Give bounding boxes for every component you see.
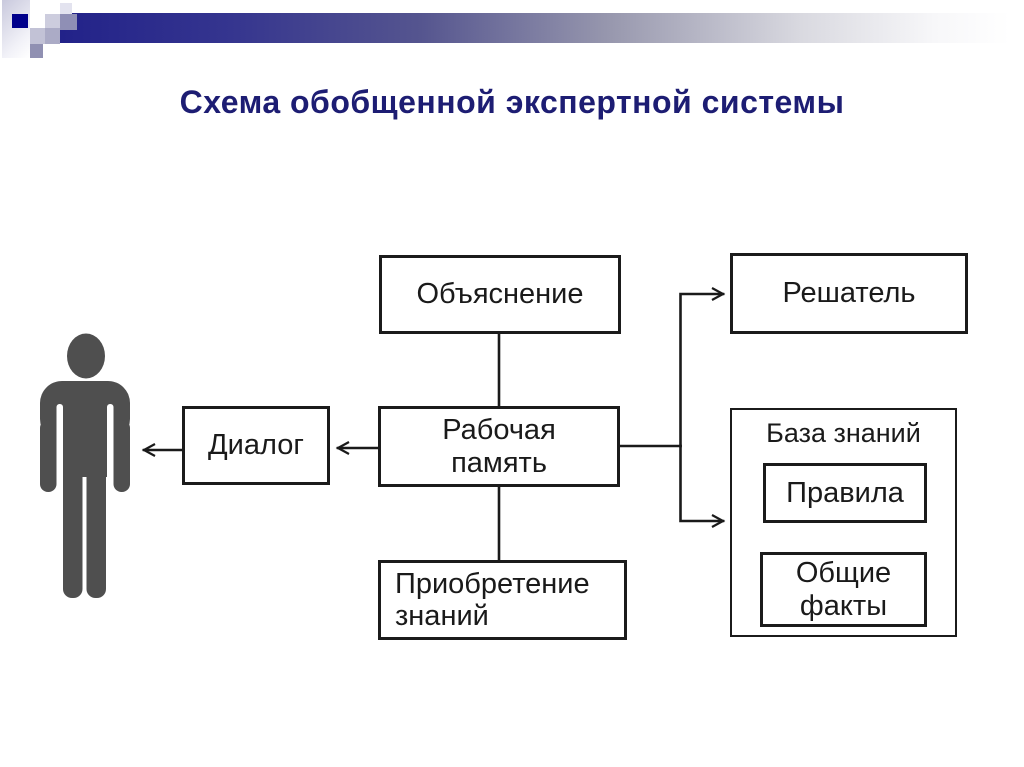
banner-square — [30, 28, 45, 44]
banner-square-navy — [12, 14, 28, 28]
banner-left-strip — [2, 0, 30, 58]
diagram-connectors — [141, 287, 726, 562]
node-knowledge-acquisition-label: Приобретение знаний — [395, 567, 590, 632]
node-dialog-label: Диалог — [208, 429, 304, 462]
node-knowledge-acquisition: Приобретение знаний — [378, 560, 627, 640]
node-rules-label: Правила — [786, 476, 904, 509]
node-common-facts-label: Общие факты — [795, 557, 892, 622]
banner-square — [60, 3, 72, 16]
node-knowledge-base-label: База знаний — [766, 418, 921, 448]
node-working-memory: Рабочая память — [378, 406, 620, 487]
node-dialog: Диалог — [182, 406, 330, 485]
banner-square — [45, 28, 60, 44]
node-working-memory-label: Рабочая память — [442, 414, 556, 479]
arrow-to-knowledge-base — [679, 444, 726, 528]
node-explanation: Объяснение — [379, 255, 621, 334]
node-common-facts: Общие факты — [760, 552, 927, 627]
banner-square — [45, 14, 60, 30]
banner-square — [60, 14, 77, 30]
node-rules: Правила — [763, 463, 927, 523]
page-title: Схема обобщенной экспертной системы — [179, 84, 845, 120]
node-solver: Решатель — [730, 253, 968, 334]
node-explanation-label: Объяснение — [416, 278, 584, 311]
person-icon — [40, 333, 130, 598]
banner-square — [30, 44, 43, 58]
node-solver-label: Решатель — [782, 277, 916, 310]
banner-gradient-bar — [60, 13, 1010, 43]
arrow-to-solver — [679, 287, 726, 448]
